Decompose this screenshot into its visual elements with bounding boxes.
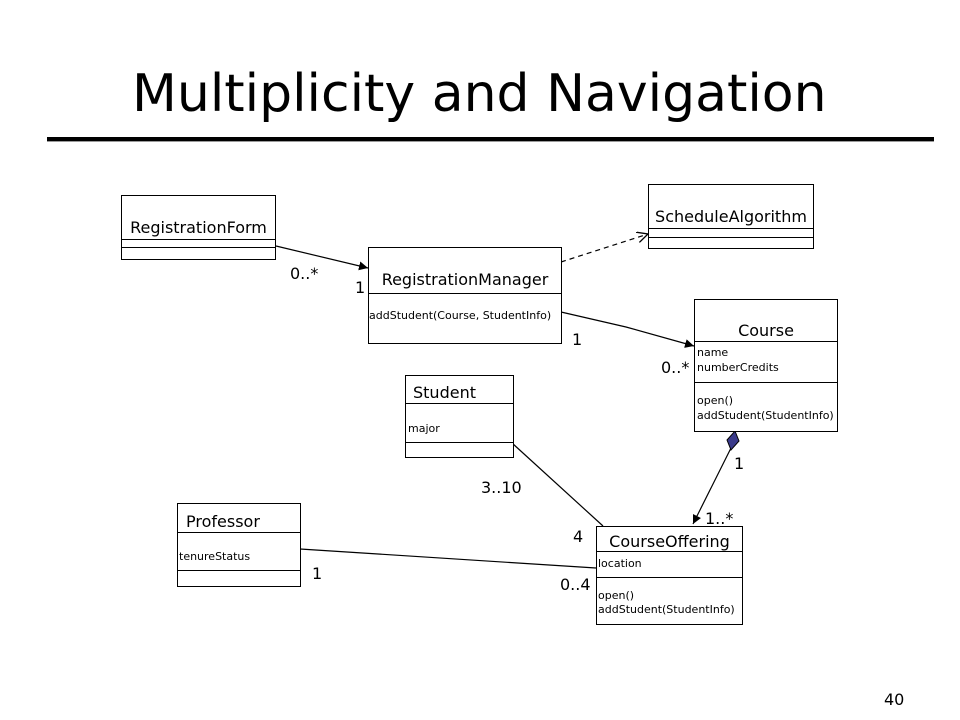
title-underline [47, 137, 934, 141]
class-name: RegistrationManager [381, 270, 549, 289]
multiplicity-label: 1 [312, 564, 323, 583]
class-attribute: tenureStatus [179, 550, 251, 563]
professor-class: Professor tenureStatus [177, 503, 301, 587]
class-divider [695, 341, 837, 342]
class-divider [178, 532, 300, 533]
course-class: Course name numberCredits open() addStud… [694, 299, 838, 432]
registration-manager-class: RegistrationManager addStudent(Course, S… [368, 247, 562, 344]
class-operation: addStudent(StudentInfo) [598, 603, 735, 616]
class-divider [122, 239, 275, 240]
course-offering-class: CourseOffering location open() addStuden… [596, 526, 743, 625]
page-number: 40 [884, 690, 905, 709]
class-attribute: major [408, 422, 440, 435]
multiplicity-label: 1 [734, 454, 745, 473]
multiplicity-label: 0..4 [560, 575, 591, 594]
class-operation: open() [697, 394, 734, 407]
class-name: RegistrationForm [130, 218, 267, 237]
class-operation: open() [598, 589, 635, 602]
class-divider [369, 293, 561, 294]
class-attribute: location [598, 557, 642, 570]
professor-offering-association [299, 548, 597, 569]
schedule-algorithm-class: ScheduleAlgorithm [648, 184, 814, 249]
multiplicity-label: 4 [573, 527, 584, 546]
student-class: Student major [405, 375, 514, 458]
multiplicity-label: 3..10 [481, 478, 522, 497]
class-operation: addStudent(StudentInfo) [697, 409, 834, 422]
class-operation: addStudent(Course, StudentInfo) [369, 309, 552, 322]
class-divider [406, 442, 513, 443]
student-offering-association [511, 442, 604, 527]
class-divider [649, 228, 813, 229]
multiplicity-label: 1 [355, 278, 366, 297]
class-divider [406, 403, 513, 404]
class-divider [597, 577, 742, 578]
manager-to-course-association [560, 311, 695, 348]
multiplicity-label: 0..* [661, 358, 690, 377]
class-divider [695, 382, 837, 383]
course-offering-composition [692, 447, 732, 525]
form-to-manager-association [275, 245, 369, 271]
multiplicity-label: 1 [572, 330, 583, 349]
class-name: Professor [186, 512, 260, 531]
class-name: ScheduleAlgorithm [655, 207, 807, 226]
class-divider [122, 247, 275, 248]
class-name: Student [413, 383, 476, 402]
class-attribute: numberCredits [697, 361, 779, 374]
class-name: Course [738, 321, 794, 340]
class-name: CourseOffering [609, 532, 730, 551]
class-divider [649, 237, 813, 238]
multiplicity-label: 0..* [290, 264, 319, 283]
registration-form-class: RegistrationForm [121, 195, 276, 260]
title-underline-shadow [47, 141, 934, 142]
multiplicity-label: 1..* [705, 509, 734, 528]
class-attribute: name [697, 346, 729, 359]
class-divider [178, 570, 300, 571]
class-divider [597, 551, 742, 552]
slide-title: Multiplicity and Navigation [132, 64, 827, 124]
manager-to-schedule-dependency [560, 234, 648, 263]
composition-diamond [726, 430, 740, 451]
